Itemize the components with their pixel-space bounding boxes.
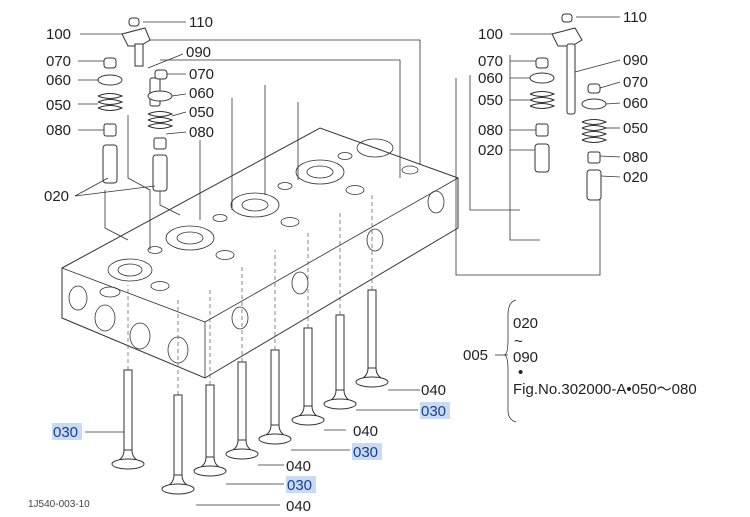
note-range-start: 020 [513,315,538,332]
cylinder-head [61,127,459,379]
label-050-left-b: 050 [189,104,214,121]
valve-8 [355,289,389,388]
left-stack-b [147,69,174,192]
label-100-left: 100 [46,26,71,43]
valve-1 [111,369,145,470]
label-060-right-b: 060 [623,95,648,112]
label-040-3: 040 [353,423,378,440]
label-100-right: 100 [478,26,503,43]
label-070-left: 070 [46,53,71,70]
part-030-link-2[interactable]: 030 [286,476,316,494]
note-dot: • [518,364,523,381]
guide-lines [104,39,601,395]
label-050-right-b: 050 [623,120,648,137]
label-080-right-b: 080 [623,149,648,166]
head-bosses [99,138,419,298]
label-080-left: 080 [46,122,71,139]
label-020-left: 020 [44,188,69,205]
valve-3 [193,384,227,477]
valve-7 [323,314,357,410]
right-stack-b [566,43,608,201]
note-tilde: ~ [514,333,523,350]
label-060-left: 060 [46,72,71,89]
label-070-right-b: 070 [623,74,648,91]
label-080-right: 080 [478,122,503,139]
part-030-link-1[interactable]: 030 [52,423,82,441]
part-030-link-3[interactable]: 030 [352,443,382,461]
valve-6 [291,327,325,426]
label-070-right: 070 [478,53,503,70]
label-110-left: 110 [189,14,213,31]
note-range-end: 090 [513,349,538,366]
label-060-right: 060 [478,70,503,87]
left-stack-a [97,17,151,184]
label-050-right: 050 [478,92,503,109]
label-060-left-b: 060 [189,85,214,102]
label-090-left: 090 [186,44,211,61]
label-040-4: 040 [421,382,446,399]
label-080-left-b: 080 [189,124,214,141]
assembly-note: 005 020 ~ 090 • Fig.No.302000-A•050〜080 [463,315,697,398]
label-110-right: 110 [623,9,647,26]
part-030-link-4[interactable]: 030 [420,402,450,420]
valve-4 [225,361,259,460]
valves [111,289,389,495]
label-070-left-b: 070 [189,66,214,83]
right-stack-a [529,13,583,173]
valve-2 [161,394,195,495]
figure-ref-code: 1J540-003-10 [28,499,90,510]
label-040-2: 040 [286,498,311,515]
label-040-1: 040 [286,458,311,475]
label-090-right: 090 [623,52,648,69]
label-005: 005 [463,347,488,364]
label-050-left: 050 [46,97,71,114]
label-030-1[interactable]: 030 [53,424,78,441]
label-020-right: 020 [478,142,503,159]
label-030-4[interactable]: 030 [421,403,446,420]
label-020-right-b: 020 [623,169,648,186]
label-030-3[interactable]: 030 [353,444,378,461]
leader-lines [74,16,621,506]
label-030-2[interactable]: 030 [287,477,312,494]
valve-5 [258,349,292,445]
note-fig-ref: Fig.No.302000-A•050〜080 [513,381,697,398]
